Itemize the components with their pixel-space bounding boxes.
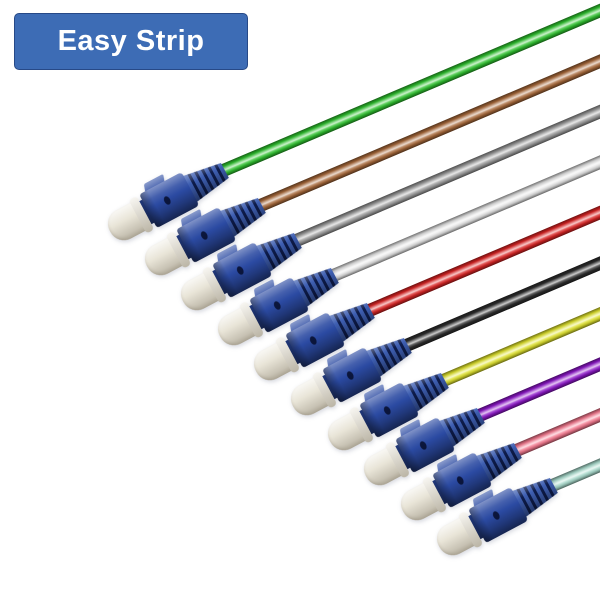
- fiber-cable: [540, 311, 600, 496]
- easy-strip-badge: Easy Strip: [14, 13, 248, 70]
- lc-connector: [429, 466, 564, 566]
- badge-label: Easy Strip: [57, 25, 205, 57]
